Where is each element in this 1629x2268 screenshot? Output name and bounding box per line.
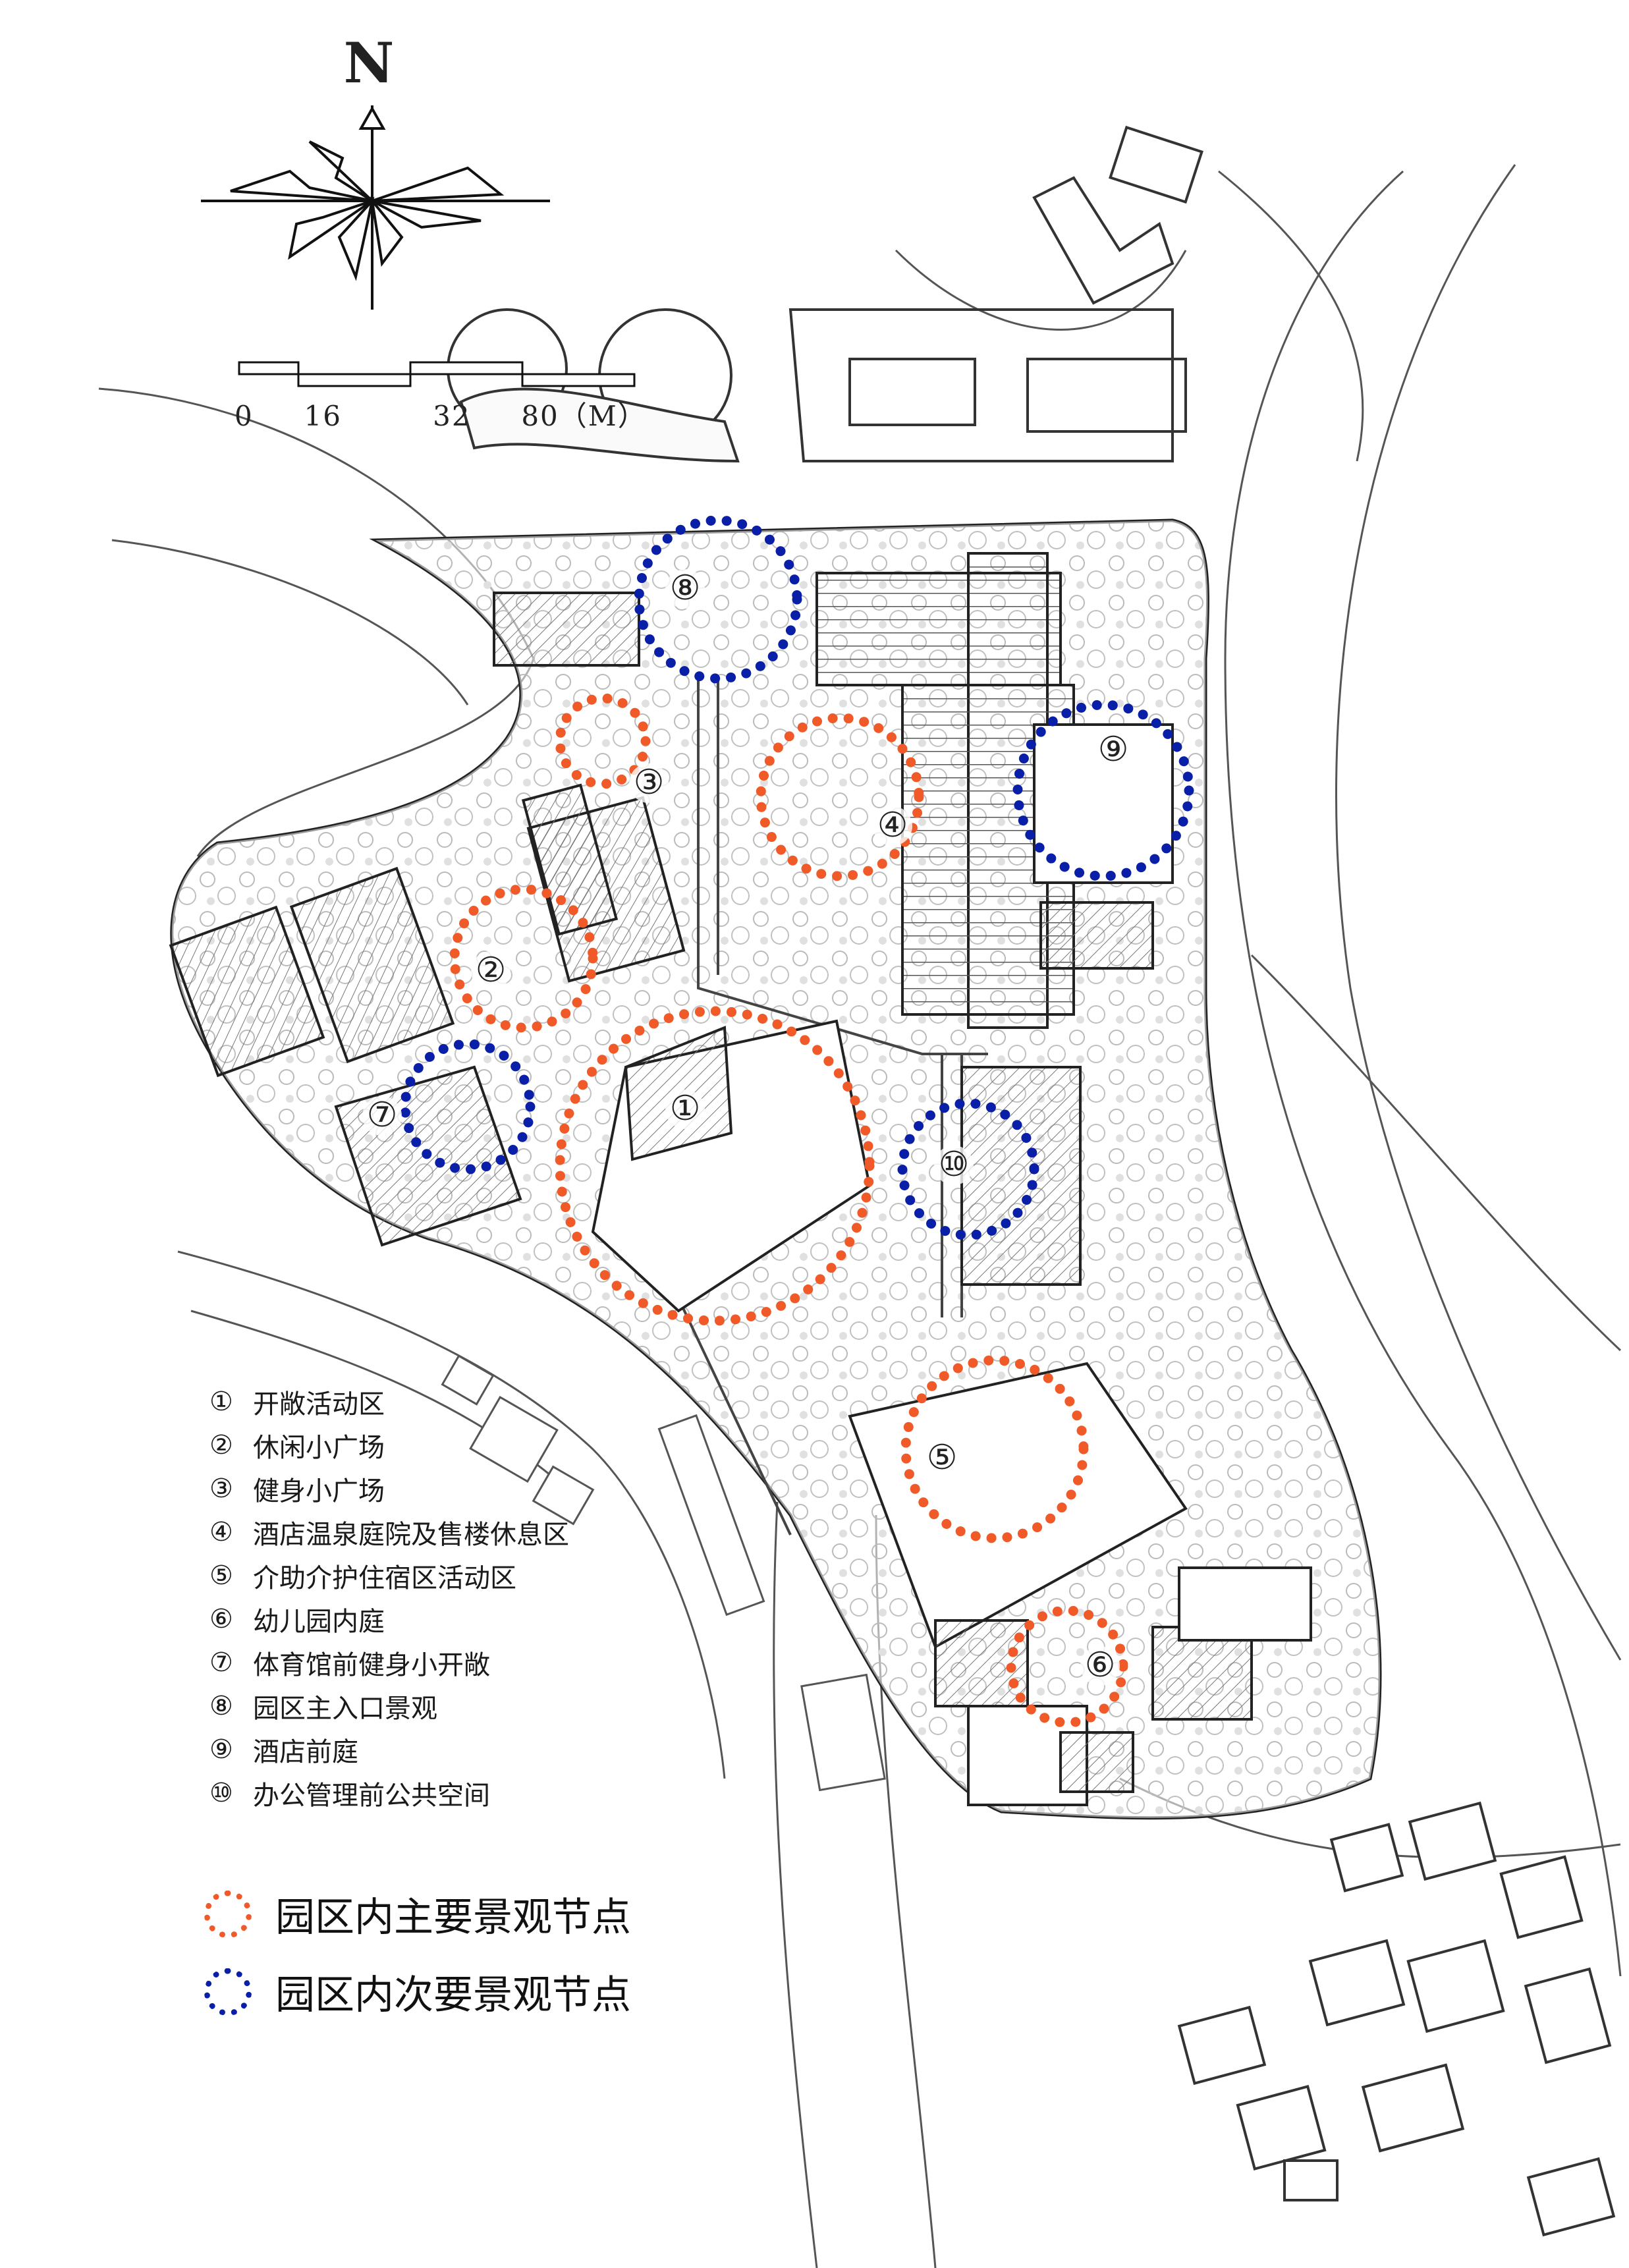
scale-bar bbox=[238, 361, 636, 387]
legend-number: ⑥ bbox=[209, 1604, 233, 1634]
legend-item: ⑥ 幼儿园内庭 bbox=[209, 1597, 802, 1641]
residential-blocks bbox=[169, 592, 686, 1078]
major-node-ring-icon bbox=[204, 1890, 252, 1938]
legend-item: ③ 健身小广场 bbox=[209, 1467, 802, 1510]
legend-label: 酒店前庭 bbox=[253, 1737, 358, 1767]
scale-tick-16: 16 bbox=[304, 400, 342, 432]
minor-node-ring bbox=[400, 1039, 536, 1175]
legend-label: 开敞活动区 bbox=[253, 1389, 385, 1420]
node-number-backdrop bbox=[1093, 731, 1133, 770]
scale-tick-32: 32 bbox=[433, 400, 471, 432]
major-node-ring bbox=[555, 693, 651, 789]
north-buildings bbox=[788, 125, 1203, 462]
node-number-backdrop bbox=[1080, 1646, 1120, 1686]
node-number-backdrop bbox=[665, 1090, 705, 1129]
minor-node-ring-icon bbox=[204, 1968, 252, 2016]
west-small-buildings bbox=[441, 1354, 886, 1792]
node-number-label: ⑤ bbox=[927, 1438, 958, 1478]
node-number-backdrop bbox=[873, 806, 912, 846]
major-node-ring bbox=[449, 884, 598, 1033]
node-number-label: ⑧ bbox=[670, 568, 701, 608]
gym-and-plazas bbox=[334, 1019, 1188, 1649]
scale-bar-labels: 0 16 32 80（M） bbox=[235, 394, 647, 434]
node-number-label: ④ bbox=[877, 806, 908, 845]
legend-item: ⑩ 办公管理前公共空间 bbox=[209, 1771, 802, 1815]
legend-label: 酒店温泉庭院及售楼休息区 bbox=[253, 1520, 569, 1550]
major-node-ring bbox=[756, 713, 924, 881]
village-buildings bbox=[1177, 1801, 1616, 2237]
node-number-label: ② bbox=[476, 951, 507, 990]
legend-number: ④ bbox=[209, 1517, 233, 1547]
legend-number: ① bbox=[209, 1387, 233, 1417]
minor-node-ring bbox=[897, 1098, 1039, 1240]
legend-number: ③ bbox=[209, 1474, 233, 1504]
legend-number: ⑤ bbox=[209, 1561, 233, 1591]
key-major-label: 园区内主要景观节点 bbox=[275, 1895, 631, 1941]
node-number-backdrop bbox=[922, 1439, 962, 1478]
legend-number: ⑩ bbox=[209, 1778, 233, 1808]
legend-item: ④ 酒店温泉庭院及售楼休息区 bbox=[209, 1510, 802, 1554]
legend-number: ⑦ bbox=[209, 1647, 233, 1678]
node-number-label: ③ bbox=[634, 763, 665, 802]
legend-number: ⑨ bbox=[209, 1734, 233, 1765]
landscape-node-rings: ① ② ③ ④ ⑤ ⑥ ⑦ ⑧ ⑨ ⑩ bbox=[362, 515, 1194, 1728]
legend-label: 休闲小广场 bbox=[253, 1433, 385, 1463]
minor-node-ring bbox=[634, 515, 802, 684]
legend-label: 园区主入口景观 bbox=[253, 1694, 437, 1724]
legend-item: ⑦ 体育馆前健身小开敞 bbox=[209, 1641, 802, 1684]
node-number-backdrop bbox=[471, 951, 511, 991]
legend-item: ⑨ 酒店前庭 bbox=[209, 1728, 802, 1771]
node-number-label: ⑩ bbox=[939, 1145, 970, 1184]
north-arrow bbox=[201, 105, 550, 310]
node-legend: ① 开敞活动区 ② 休闲小广场 ③ 健身小广场 ④ 酒店温泉庭院及售楼休息区 ⑤ 介助介护… bbox=[209, 1380, 802, 1815]
scale-tick-80: 80（M） bbox=[521, 400, 647, 432]
node-number-backdrop bbox=[362, 1096, 402, 1136]
legend-label: 体育馆前健身小开敞 bbox=[253, 1650, 490, 1680]
legend-label: 介助介护住宿区活动区 bbox=[253, 1563, 516, 1593]
major-node-ring bbox=[1006, 1605, 1128, 1728]
key-minor: 园区内次要景观节点 bbox=[204, 1963, 797, 2020]
scale-tick-0: 0 bbox=[235, 400, 254, 432]
legend-number: ② bbox=[209, 1430, 233, 1460]
legend-item: ② 休闲小广场 bbox=[209, 1424, 802, 1467]
node-number-label: ⑨ bbox=[1098, 730, 1129, 769]
node-number-label: ⑥ bbox=[1085, 1646, 1116, 1685]
key-major: 园区内主要景观节点 bbox=[204, 1885, 797, 1943]
legend-item: ⑤ 介助介护住宿区活动区 bbox=[209, 1554, 802, 1597]
major-node-ring bbox=[900, 1355, 1089, 1543]
node-number-label: ⑦ bbox=[367, 1095, 398, 1135]
node-number-backdrop bbox=[629, 763, 669, 803]
key-minor-label: 园区内次要景观节点 bbox=[275, 1972, 631, 2018]
major-node-ring bbox=[555, 1006, 875, 1326]
south-buildings bbox=[934, 1566, 1312, 1806]
node-number-label: ① bbox=[670, 1089, 701, 1128]
legend-number: ⑧ bbox=[209, 1691, 233, 1721]
legend-item: ① 开敞活动区 bbox=[209, 1380, 802, 1424]
legend-label: 健身小广场 bbox=[253, 1476, 385, 1507]
legend-label: 幼儿园内庭 bbox=[253, 1607, 385, 1637]
node-number-backdrop bbox=[934, 1146, 974, 1185]
node-number-backdrop bbox=[665, 569, 705, 609]
legend-item: ⑧ 园区主入口景观 bbox=[209, 1684, 802, 1728]
legend-label: 办公管理前公共空间 bbox=[253, 1781, 490, 1811]
hotel-block bbox=[815, 552, 1174, 1029]
minor-node-ring bbox=[1012, 700, 1194, 881]
north-label: N bbox=[344, 30, 395, 96]
